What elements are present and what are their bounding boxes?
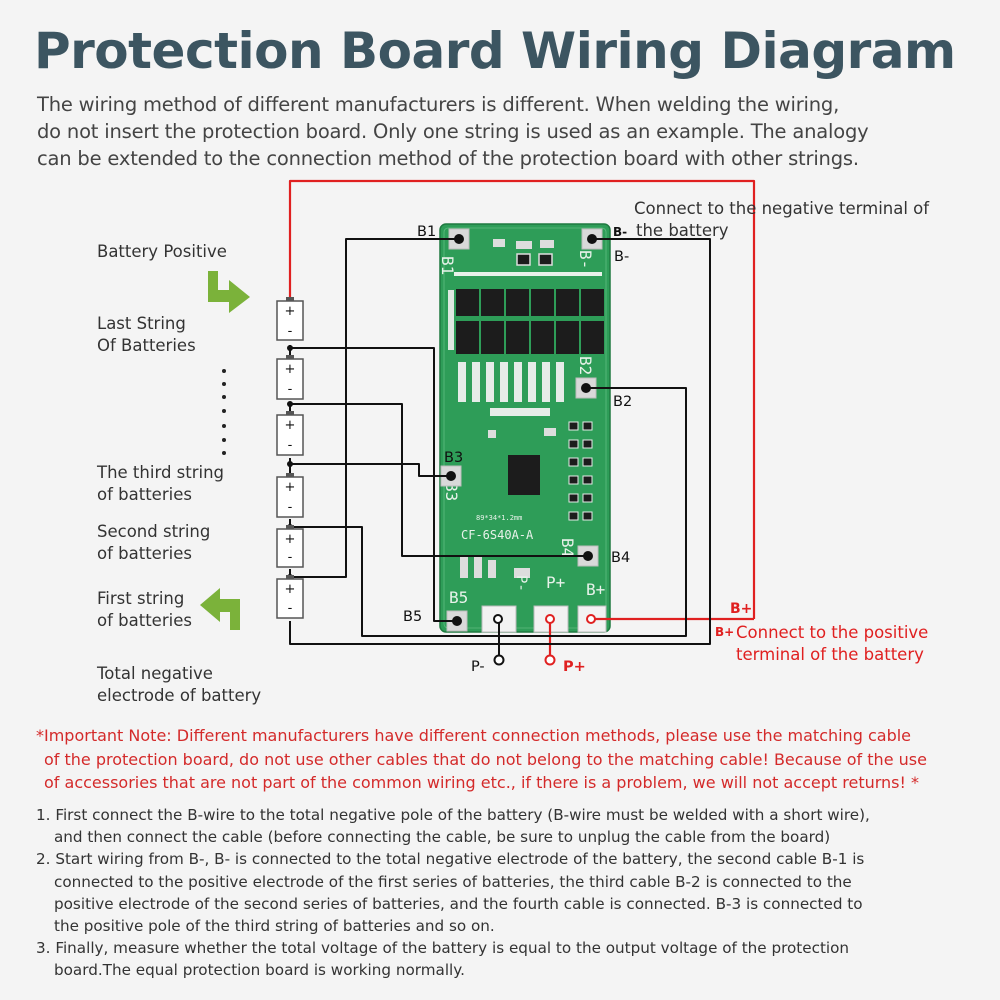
step-line: 1. First connect the B-wire to the total…	[36, 806, 870, 824]
label-first-string-2: of batteries	[97, 611, 192, 630]
silk-b2: B2	[576, 356, 595, 375]
battery-cell: +-	[276, 355, 304, 400]
battery-cell: +-	[276, 411, 304, 456]
step-line: connected to the positive electrode of t…	[54, 872, 852, 891]
silk-bplus: B+	[586, 580, 605, 599]
pad-label-b5: B5	[403, 609, 422, 625]
pad-label-b4: B4	[611, 550, 630, 566]
wire-b1	[290, 238, 459, 578]
label-total-negative-2: electrode of battery	[97, 686, 261, 705]
label-connect-positive: Connect to the positive	[736, 623, 928, 642]
pad-label-pplus: P+	[563, 659, 586, 675]
silk-b3: B3	[442, 482, 461, 501]
silk-pplus: P+	[546, 573, 565, 592]
battery-cell: +-	[276, 473, 304, 518]
note-line: *Important Note: Different manufacturers…	[36, 726, 912, 745]
steps-list: 1. First connect the B-wire to the total…	[36, 804, 986, 982]
silk-pminus: P-	[513, 575, 529, 592]
svg-text:+: +	[285, 362, 296, 377]
label-connect-negative-2: the battery	[636, 221, 729, 240]
battery-cell: +-	[276, 575, 304, 619]
label-third-string-2: of batteries	[97, 485, 192, 504]
svg-text:-: -	[288, 324, 293, 339]
label-connect-positive-2: terminal of the battery	[736, 645, 924, 664]
protection-board: 89*34*1.2mm CF-6S40A-A B1 B- B2 B3 B4 B5…	[438, 223, 611, 633]
svg-text:+: +	[285, 480, 296, 495]
silk-b5: B5	[449, 588, 468, 607]
label-third-string: The third string	[96, 463, 224, 482]
wire-b2	[290, 387, 687, 637]
svg-text:-: -	[288, 438, 293, 453]
intro-line: can be extended to the connection method…	[37, 147, 859, 170]
red-wire-battery-positive	[288, 179, 756, 619]
svg-text:+: +	[285, 582, 296, 597]
note-line: of accessories that are not part of the …	[44, 773, 919, 792]
board-model-label: CF-6S40A-A	[461, 528, 534, 542]
battery-stack: +- +- +- +- +- +-	[276, 297, 304, 619]
svg-text:-: -	[288, 550, 293, 565]
silk-bminus: B-	[576, 250, 595, 269]
wire-bminus	[289, 238, 711, 645]
pad-label-bminus-small: B-	[613, 225, 627, 239]
arrow-left-icon	[200, 588, 240, 630]
svg-text:-: -	[288, 382, 293, 397]
wire-b4	[290, 403, 588, 557]
arrow-right-icon	[208, 271, 250, 313]
label-first-string: First string	[97, 589, 184, 608]
important-note: *Important Note: Different manufacturers…	[36, 724, 976, 795]
intro-line: The wiring method of different manufactu…	[37, 93, 840, 116]
pad-label-b3: B3	[444, 450, 463, 466]
pminus-terminal	[493, 654, 505, 666]
step-line: board.The equal protection board is work…	[54, 961, 465, 980]
ellipsis-dots	[222, 369, 226, 455]
board-size-label: 89*34*1.2mm	[476, 514, 522, 522]
label-total-negative: Total negative	[96, 664, 213, 683]
step-item: 2. Start wiring from B-, B- is connected…	[36, 848, 986, 937]
intro-line: do not insert the protection board. Only…	[37, 120, 869, 143]
pad-label-b1: B1	[417, 224, 436, 240]
wire-b5	[290, 347, 457, 622]
step-line: 3. Finally, measure whether the total vo…	[36, 939, 850, 958]
silk-b4: B4	[558, 538, 577, 557]
page-title: Protection Board Wiring Diagram	[34, 22, 956, 80]
step-line: and then connect the cable (before conne…	[54, 828, 831, 847]
step-line: 2. Start wiring from B-, B- is connected…	[36, 850, 865, 869]
svg-text:+: +	[285, 418, 296, 433]
wires	[288, 179, 756, 656]
svg-text:-: -	[288, 500, 293, 515]
pad-label-bplus-small: B+	[715, 625, 734, 639]
pad-label-b2: B2	[613, 394, 632, 410]
step-item: 3. Finally, measure whether the total vo…	[36, 937, 986, 981]
pplus-terminal	[544, 654, 556, 666]
label-second-string-2: of batteries	[97, 544, 192, 563]
battery-cell: +-	[276, 525, 304, 568]
label-second-string: Second string	[97, 522, 210, 541]
mosfet-array	[456, 289, 604, 354]
label-battery-positive: Battery Positive	[97, 242, 227, 261]
step-item: 1. First connect the B-wire to the total…	[36, 804, 986, 848]
svg-text:-: -	[288, 601, 293, 616]
label-last-string-2: Of Batteries	[97, 336, 196, 355]
silk-b1: B1	[438, 256, 457, 275]
wire-b3	[290, 463, 451, 477]
label-last-string: Last String	[97, 314, 186, 333]
note-line: of the protection board, do not use othe…	[44, 749, 927, 769]
step-line: the positive pole of the third string of…	[54, 917, 495, 936]
svg-text:+: +	[285, 532, 296, 547]
svg-text:+: +	[285, 304, 296, 319]
pad-label-bplus: B+	[730, 601, 752, 617]
step-line: positive electrode of the second series …	[54, 894, 863, 913]
battery-cell: +-	[276, 297, 304, 341]
control-ic	[508, 455, 540, 495]
pad-label-bminus: B-	[614, 249, 629, 265]
label-connect-negative: Connect to the negative terminal of	[634, 199, 930, 218]
intro-text: The wiring method of different manufactu…	[37, 91, 977, 172]
pad-label-pminus: P-	[471, 659, 485, 675]
